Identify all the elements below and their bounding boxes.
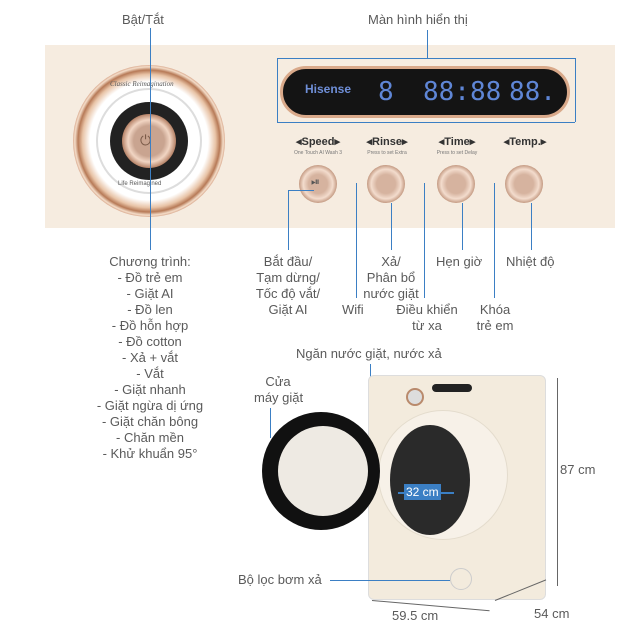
drum bbox=[390, 425, 470, 535]
program-item: - Vắt bbox=[136, 366, 164, 381]
speed-label: ◂Speed▸ bbox=[295, 136, 341, 148]
ring-bottom-text: Life Reimagined bbox=[118, 181, 162, 187]
speed-sub: One Touch AI Wash 3 bbox=[293, 150, 343, 156]
program-item: - Giặt nhanh bbox=[114, 382, 186, 397]
display-screen: Hisense 8 88:88 88. bbox=[280, 66, 570, 118]
program-item: - Khử khuẩn 95° bbox=[102, 446, 198, 461]
program-list: Chương trình: - Đồ trẻ em - Giặt AI - Đồ… bbox=[95, 254, 205, 462]
temp-button[interactable] bbox=[505, 165, 543, 203]
width-dimension: 59.5 cm bbox=[392, 608, 439, 623]
wifi-label: Wifi bbox=[342, 302, 364, 317]
filter-label: Bộ lọc bơm xả bbox=[238, 572, 322, 587]
time-button[interactable] bbox=[437, 165, 475, 203]
start-label: Bắt đầu/Tạm dừng/Tốc độ vắt/Giặt AI bbox=[255, 254, 321, 317]
temp-function-label: Nhiệt độ bbox=[506, 254, 555, 269]
power-icon: ⏻ bbox=[140, 132, 152, 148]
power-label: Bật/Tắt bbox=[122, 12, 164, 27]
door-glass bbox=[278, 426, 368, 516]
height-dimension: 87 cm bbox=[560, 462, 596, 477]
program-item: - Giặt ngừa dị ứng bbox=[96, 398, 204, 413]
display-time: 88:88 bbox=[423, 77, 502, 107]
ring-top-text: Classic Reimagination bbox=[110, 80, 174, 88]
rinse-sub: Press to set Extra bbox=[367, 150, 407, 156]
play-pause-icon: ⏯ bbox=[311, 176, 320, 188]
program-item: - Giặt chăn bông bbox=[101, 414, 199, 429]
filter-cover bbox=[450, 568, 472, 590]
time-label: ◂Time▸ bbox=[438, 136, 476, 148]
timer-label: Hẹn giờ bbox=[436, 254, 483, 269]
speed-start-button[interactable]: ⏯ bbox=[299, 165, 337, 203]
program-item: - Đồ hỗn hợp bbox=[111, 318, 189, 333]
program-item: - Chăn mền bbox=[116, 430, 184, 445]
door-diameter: 32 cm bbox=[404, 484, 441, 500]
depth-dimension: 54 cm bbox=[534, 606, 570, 621]
brand-logo: Hisense bbox=[305, 82, 352, 96]
time-sub: Press to set Delay bbox=[436, 150, 478, 156]
rinse-button[interactable] bbox=[367, 165, 405, 203]
program-title: Chương trình: bbox=[109, 254, 191, 269]
display-digit-1: 8 bbox=[378, 77, 394, 107]
display-temp: 88. bbox=[509, 77, 556, 107]
program-item: - Giặt AI bbox=[126, 286, 174, 301]
height-dimension-line bbox=[557, 378, 558, 586]
dispenser-label: Ngăn nước giặt, nước xả bbox=[296, 346, 442, 361]
display-label: Màn hình hiển thị bbox=[368, 12, 468, 27]
program-item: - Đồ trẻ em bbox=[117, 270, 183, 285]
temp-label: ◂Temp.▸ bbox=[503, 136, 547, 148]
power-knob[interactable] bbox=[122, 114, 176, 168]
program-item: - Đồ cotton bbox=[118, 334, 182, 349]
machine-display bbox=[432, 384, 472, 392]
program-item: - Đồ len bbox=[127, 302, 173, 317]
machine-dial bbox=[406, 388, 424, 406]
program-item: - Xả + vắt bbox=[122, 350, 178, 365]
rinse-label: ◂Rinse▸ bbox=[366, 136, 408, 148]
